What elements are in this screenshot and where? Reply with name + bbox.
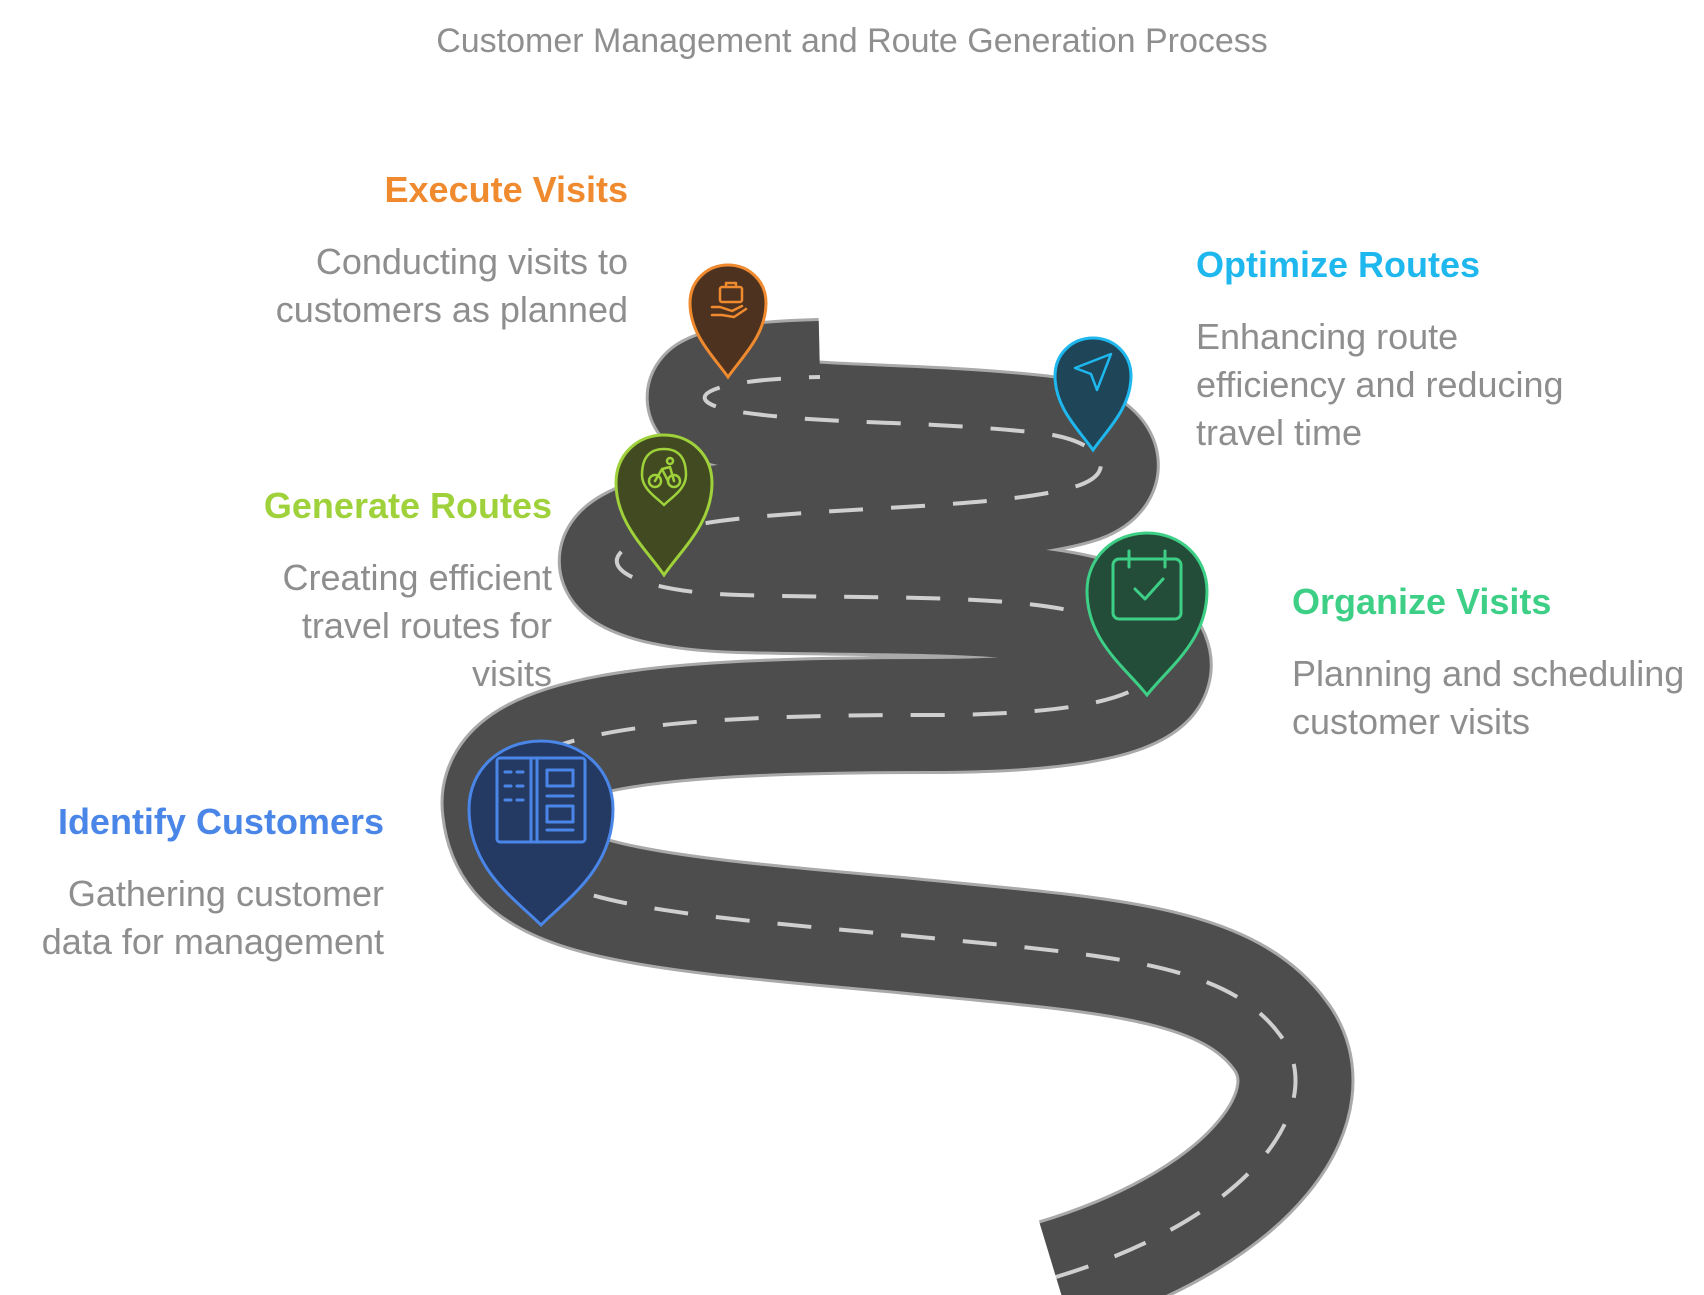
step-title: Optimize Routes <box>1196 244 1481 285</box>
data-panel-icon <box>495 756 587 844</box>
step-description: Enhancing route efficiency and reducing … <box>1196 316 1564 453</box>
hand-briefcase-icon <box>710 281 748 319</box>
page-title: Customer Management and Route Generation… <box>436 22 1268 60</box>
step-title: Identify Customers <box>57 801 384 842</box>
step-title: Organize Visits <box>1292 581 1552 622</box>
step-generate-routes: Generate Routes Creating efficient trave… <box>0 484 552 698</box>
step-description: Conducting visits to customers as planne… <box>275 241 628 330</box>
identify-customers-pin <box>467 739 615 928</box>
step-title: Execute Visits <box>384 169 628 210</box>
calendar-check-icon <box>1111 549 1183 621</box>
step-organize-visits: Organize Visits Planning and scheduling … <box>1292 580 1704 746</box>
step-description: Gathering customer data for management <box>41 873 384 962</box>
step-execute-visits: Execute Visits Conducting visits to cust… <box>28 168 628 334</box>
execute-visits-pin <box>688 263 768 380</box>
optimize-routes-pin <box>1053 336 1133 453</box>
navigation-arrow-icon <box>1073 352 1113 392</box>
step-optimize-routes: Optimize Routes Enhancing route efficien… <box>1196 243 1704 457</box>
generate-routes-pin <box>614 433 714 578</box>
cyclist-icon <box>640 447 688 507</box>
step-identify-customers: Identify Customers Gathering customer da… <box>0 800 384 966</box>
step-title: Generate Routes <box>263 485 552 526</box>
step-description: Creating efficient travel routes for vis… <box>282 557 553 694</box>
road <box>500 377 1296 1277</box>
road-surface <box>500 377 1296 1277</box>
organize-visits-pin <box>1085 531 1209 698</box>
step-description: Planning and scheduling customer visits <box>1292 653 1685 742</box>
